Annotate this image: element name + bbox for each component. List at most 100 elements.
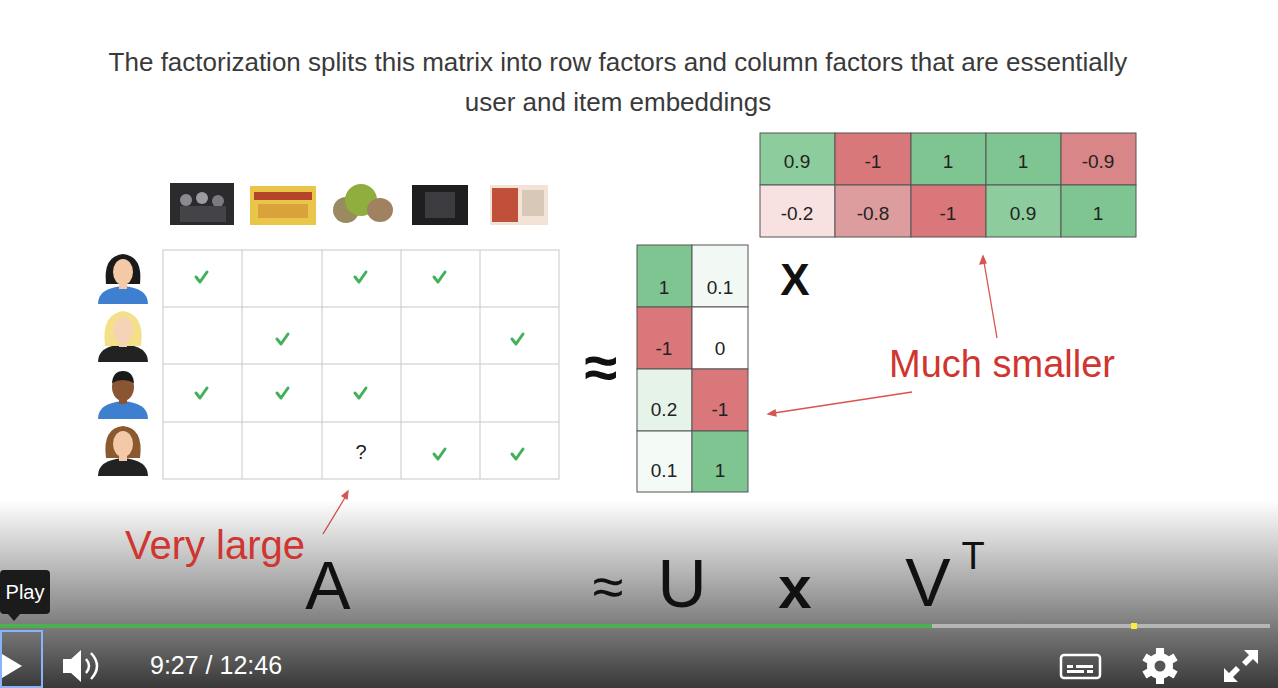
v-matrix-cells (1061, 185, 1136, 237)
player-controls (1142, 654, 1177, 679)
leader-lines (980, 256, 986, 264)
leader-lines (323, 256, 997, 534)
matrix-value: 1 (715, 461, 726, 482)
user-avatars (119, 340, 127, 347)
player-controls (1224, 666, 1240, 682)
player-controls (1, 631, 1258, 687)
user-avatars (106, 254, 141, 284)
user-avatars (112, 371, 134, 383)
player-controls (1142, 654, 1177, 679)
progress-bar (0, 624, 932, 628)
player-controls (1155, 661, 1166, 672)
matrix-value: 0.9 (1010, 204, 1036, 225)
check-marks (512, 334, 523, 344)
movie-posters (180, 194, 192, 206)
check-marks (434, 449, 445, 459)
check-marks (512, 449, 523, 459)
multiply-sign: X (780, 256, 809, 304)
check-marks (434, 272, 445, 282)
check-marks (196, 272, 207, 282)
user-avatars (113, 259, 133, 285)
user-avatars (98, 371, 148, 419)
callout-label: Very large (125, 523, 305, 567)
time-display: 9:27 / 12:46 (150, 652, 282, 680)
u-matrix-cells (692, 245, 748, 307)
check-marks (355, 388, 366, 398)
u-matrix-cells (637, 307, 692, 369)
matrix-grid (163, 250, 559, 479)
v-matrix-cells (835, 133, 911, 185)
formula-symbol: T (961, 536, 984, 578)
progress-bar (1131, 623, 1137, 629)
player-controls (1067, 670, 1084, 673)
matrix-value: -0.2 (781, 204, 814, 225)
u-matrix-cells (637, 431, 692, 492)
movie-posters (212, 195, 224, 207)
user-avatars (98, 254, 148, 304)
user-avatars (119, 454, 127, 461)
matrix-value: 0.9 (784, 152, 810, 173)
u-matrix-cells (692, 307, 748, 369)
matrix-grid (163, 422, 559, 423)
v-matrix-cells (986, 133, 1061, 185)
matrix-value: 1 (1018, 152, 1029, 173)
u-matrix-cells (637, 245, 692, 307)
v-matrix-cells (760, 133, 1136, 237)
question-mark: ? (355, 441, 366, 463)
movie-posters (490, 185, 548, 225)
matrix-value: -1 (940, 204, 957, 225)
check-marks (355, 272, 366, 282)
user-avatars (113, 431, 133, 457)
movie-posters (170, 183, 234, 225)
v-matrix-cells (911, 185, 986, 237)
matrix-value: 1 (943, 152, 954, 173)
movie-posters (522, 190, 544, 216)
matrix-grid (163, 250, 559, 479)
player-shade (0, 500, 1278, 688)
play-tooltip (8, 614, 20, 621)
u-matrix-cells (637, 369, 692, 431)
v-matrix-cells (835, 185, 911, 237)
matrix-value: -0.8 (857, 204, 890, 225)
matrix-value: 0.1 (707, 278, 733, 299)
progress-bar (0, 624, 1270, 628)
player-controls (1067, 665, 1073, 668)
u-matrix-cells (692, 369, 748, 431)
user-avatars (98, 426, 148, 476)
movie-posters (412, 185, 468, 225)
formula-symbol: A (305, 548, 350, 623)
player-controls (86, 659, 89, 673)
formula-symbol: V (905, 545, 950, 620)
formula-symbol: U (657, 546, 706, 621)
formula-symbol: ≈ (593, 556, 624, 618)
movie-posters (170, 183, 548, 225)
leader-lines (774, 392, 912, 413)
progress-bar (0, 623, 1270, 629)
check-marks (277, 388, 288, 398)
slide-title: The factorization splits this matrix int… (98, 42, 1138, 122)
leader-lines (984, 262, 997, 338)
approx-sign: ≈ (585, 335, 618, 401)
user-avatars (119, 282, 127, 289)
player-controls (1142, 648, 1177, 684)
v-matrix-cells (760, 185, 835, 237)
movie-posters (254, 192, 312, 200)
v-matrix-cells (1061, 133, 1136, 185)
formula-symbol: x (778, 555, 811, 621)
movie-posters (180, 206, 226, 222)
callout-label: Much smaller (889, 344, 1115, 386)
matrix-value: 1 (659, 278, 670, 299)
user-avatars (98, 254, 148, 476)
matrix-value: 0.1 (651, 461, 677, 482)
movie-posters (258, 204, 308, 218)
matrix-value: 0.2 (651, 400, 677, 421)
leader-lines (768, 410, 776, 416)
user-avatars (104, 311, 141, 346)
u-matrix-cells (692, 431, 748, 492)
v-matrix-cells (760, 133, 835, 185)
movie-posters (425, 192, 455, 218)
user-avatars (119, 397, 127, 404)
player-controls (1, 631, 42, 687)
player-controls (1087, 670, 1093, 673)
